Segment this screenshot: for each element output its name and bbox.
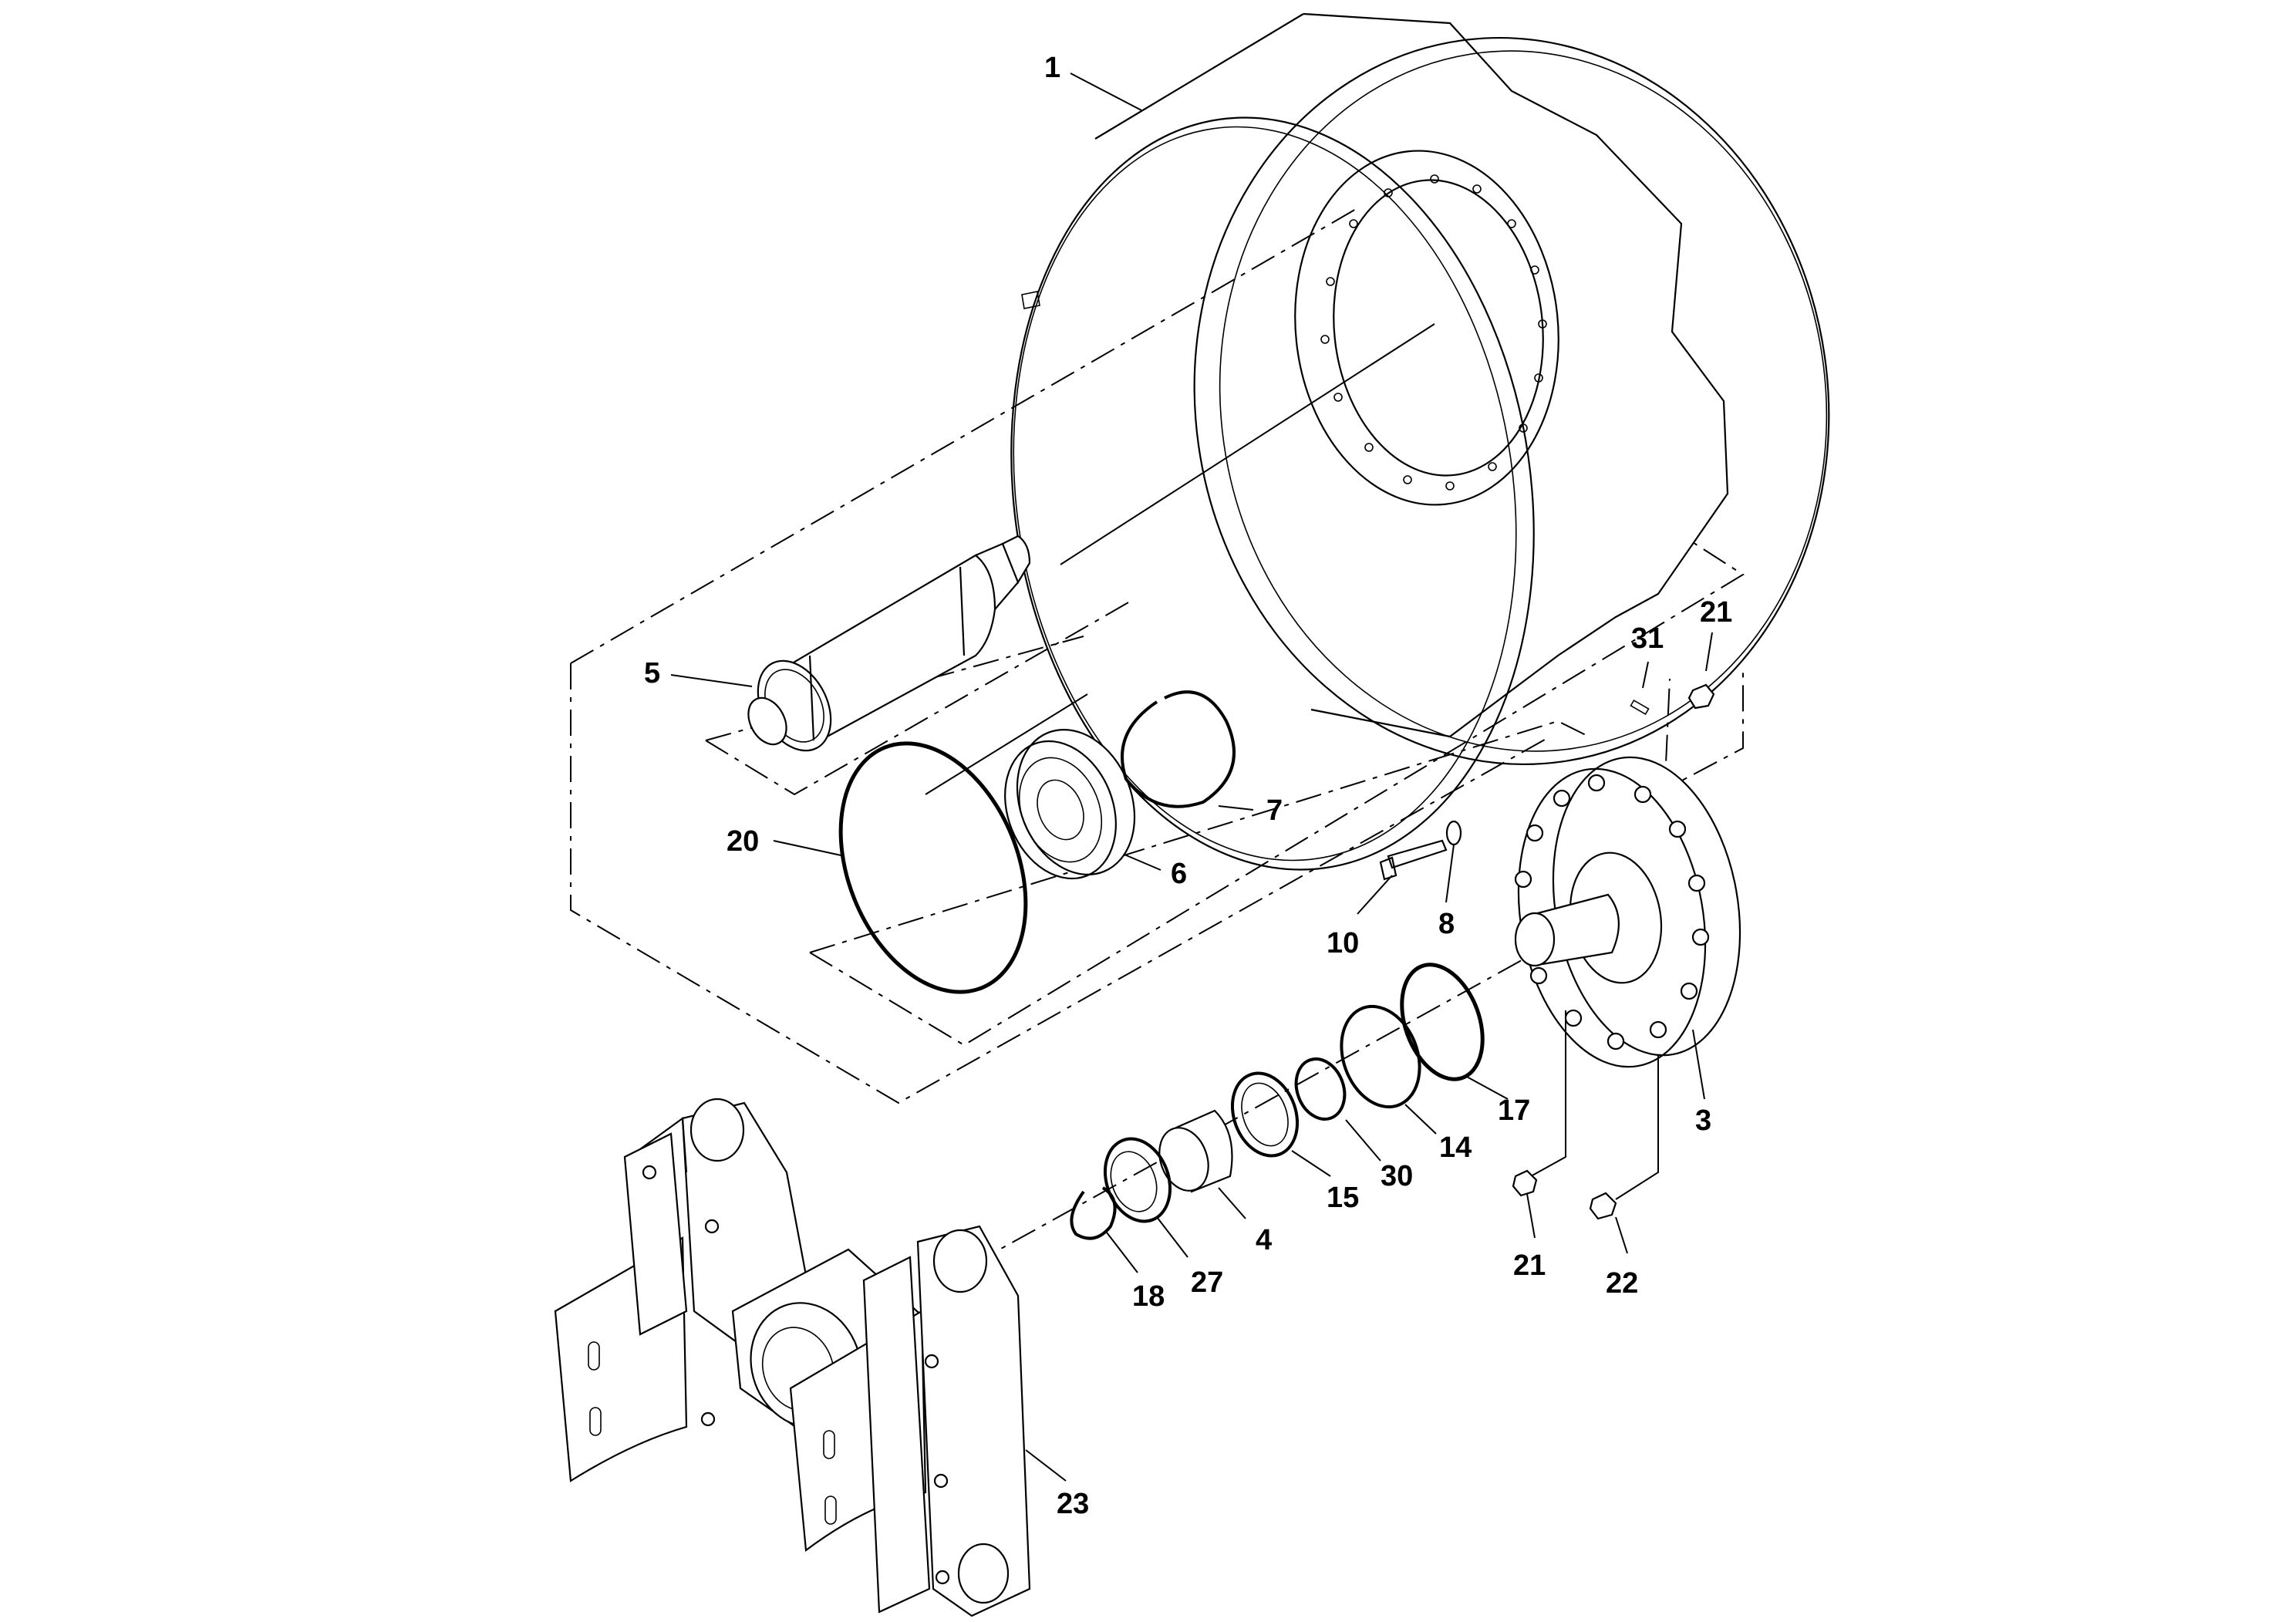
washer-part-8: [1445, 820, 1462, 846]
hub-bolts: [1514, 774, 1710, 1050]
callout-8: 8: [1438, 908, 1455, 940]
callout-23: 23: [1057, 1488, 1089, 1520]
callout-21-bottom: 21: [1513, 1249, 1546, 1282]
motor-part-5: [747, 534, 1031, 752]
circlip-part-18: [1070, 1186, 1117, 1240]
seal-part-17: [1400, 963, 1485, 1081]
drum-part-1: [1010, 12, 1830, 871]
ring-part-14: [1340, 1004, 1421, 1109]
callout-5: 5: [644, 657, 660, 690]
bolt-part-10: [1379, 839, 1448, 881]
callout-3: 3: [1695, 1104, 1711, 1137]
nut-part-21-bottom: [1512, 1169, 1538, 1197]
callout-6: 6: [1171, 858, 1187, 890]
o-ring-part-20: [838, 741, 1028, 994]
bearing-part-6: [1004, 729, 1136, 880]
callout-30: 30: [1381, 1160, 1413, 1192]
callout-14: 14: [1439, 1131, 1472, 1164]
circlip-part-7: [1121, 690, 1236, 808]
flange-bolt-holes: [1320, 174, 1547, 491]
callout-21-top: 21: [1700, 596, 1732, 629]
bolt-part-22: [1589, 1192, 1617, 1220]
callout-27: 27: [1191, 1266, 1223, 1299]
ring-part-30: [1294, 1057, 1347, 1121]
nut-part-21-top: [1687, 683, 1715, 710]
callout-15: 15: [1327, 1182, 1359, 1214]
frame-bracket-part-23: [554, 1098, 1031, 1617]
hub-part-3: [1514, 756, 1741, 1068]
callout-17: 17: [1498, 1094, 1530, 1127]
callout-7: 7: [1266, 794, 1283, 827]
callout-10: 10: [1327, 927, 1359, 959]
callout-1: 1: [1044, 52, 1060, 84]
bushing-part-4: [1158, 1109, 1233, 1193]
pin-part-31: [1630, 699, 1650, 716]
callout-22: 22: [1606, 1267, 1638, 1300]
callout-31: 31: [1631, 622, 1664, 655]
seal-part-15: [1230, 1071, 1300, 1158]
callout-4: 4: [1256, 1224, 1272, 1256]
leader-lines: [670, 73, 1713, 1482]
callout-18: 18: [1132, 1280, 1165, 1313]
callout-labels: 1 5 7 20 6 31 21 10 8 17 3 14 30 15 4 27…: [644, 52, 1732, 1520]
callout-20: 20: [727, 825, 759, 858]
